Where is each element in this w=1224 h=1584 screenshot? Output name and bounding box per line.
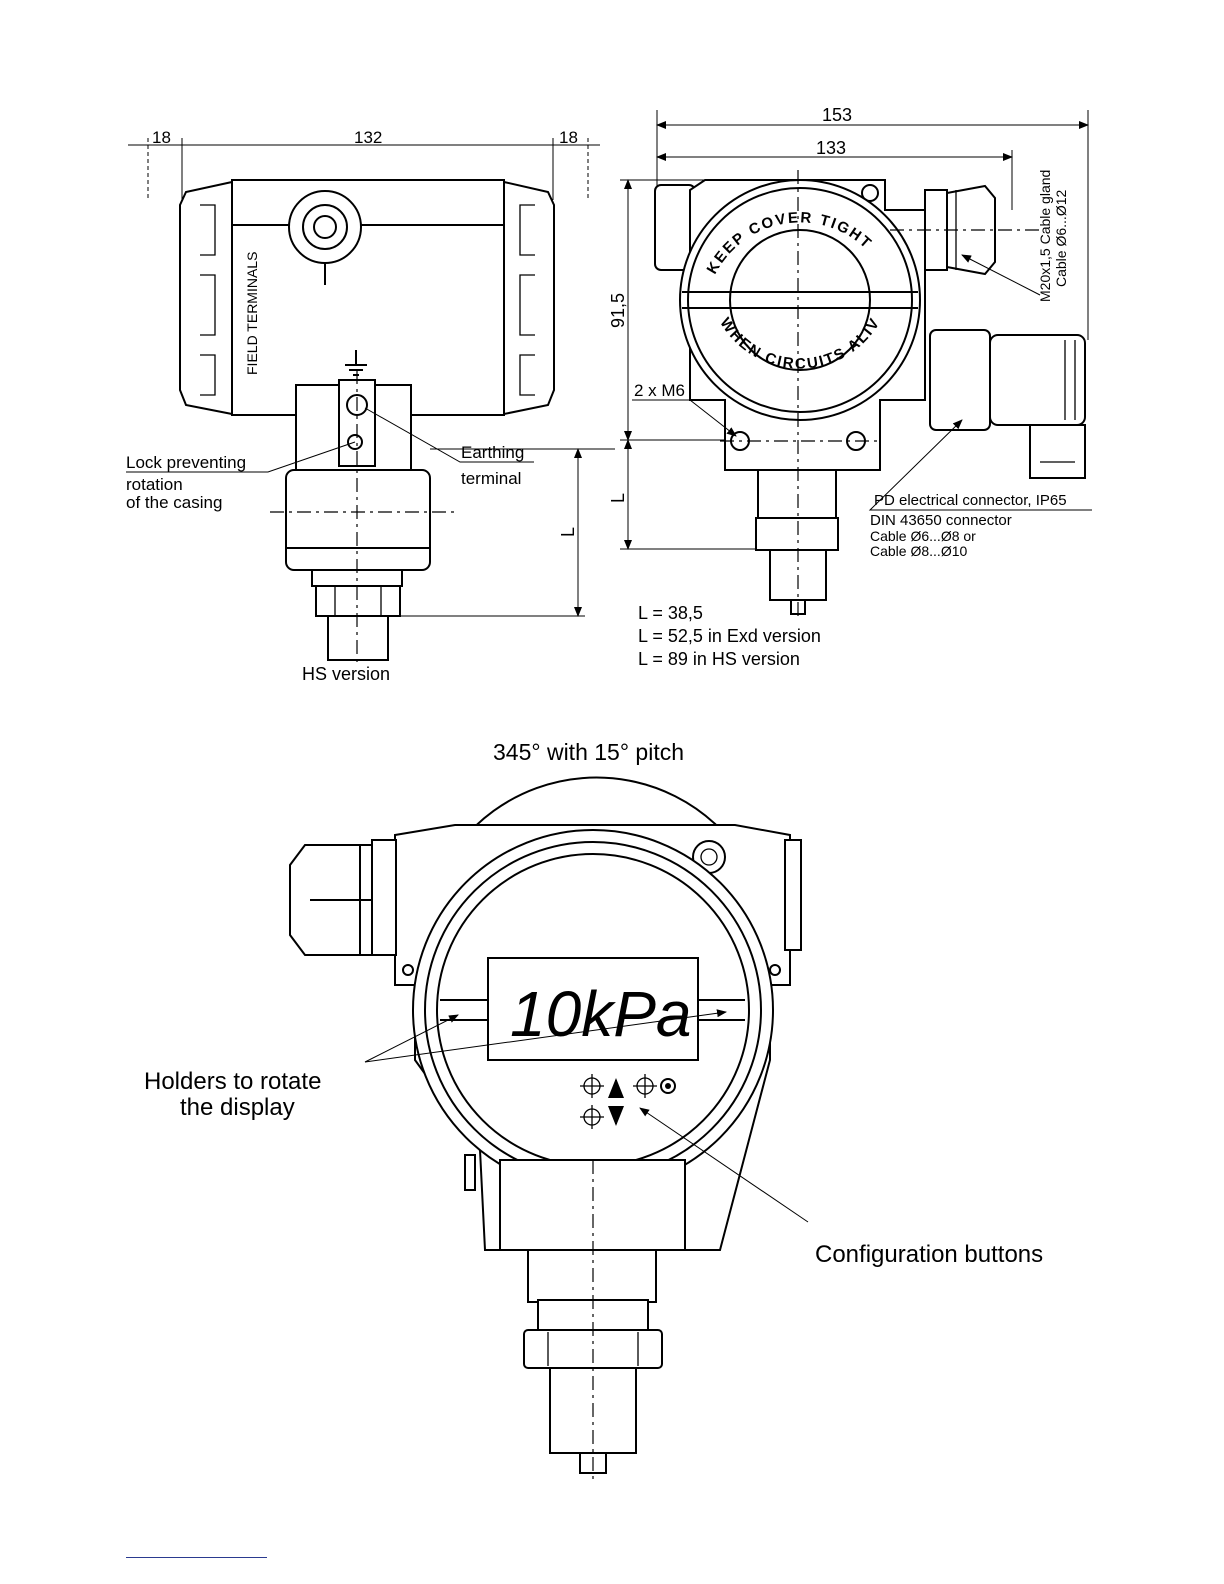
dim-L-left: L (558, 527, 578, 537)
cover-left-knurl (200, 204, 216, 396)
connector-label-line3: Cable Ø6...Ø8 or (870, 528, 976, 544)
earthing-label-line1: Earthing (461, 443, 524, 462)
earth-symbol-icon (345, 350, 367, 376)
connector-label-line2: DIN 43650 connector (870, 512, 1012, 529)
cover-ring-2 (687, 187, 913, 413)
gland-mid (302, 204, 348, 250)
stem-front (527, 1249, 657, 1303)
front-view-display: 345° with 15° pitch 10kPa (144, 739, 1043, 1480)
connector-label-line4: Cable Ø8...Ø10 (870, 543, 967, 559)
din-connector-tail (1029, 424, 1086, 479)
gland-base-left (371, 839, 397, 956)
gland-label-line2: Cable Ø6...Ø12 (1053, 190, 1069, 287)
housing-screw-icon (861, 184, 879, 202)
L-value-line1: L = 38,5 (638, 603, 703, 623)
rotation-label: 345° with 15° pitch (493, 739, 684, 765)
footer-rule (126, 1557, 267, 1558)
side-stub (464, 1154, 476, 1191)
L-value-line2: L = 52,5 in Exd version (638, 626, 821, 646)
sensor-body (285, 469, 431, 571)
cover-right (503, 180, 555, 416)
earth-screw-icon (346, 394, 368, 416)
lug-left-icon (402, 964, 414, 976)
earthing-leader (364, 407, 534, 463)
config-button-down[interactable] (580, 1105, 624, 1129)
m6-leader-arrow (689, 399, 737, 437)
dim-91-5: 91,5 (608, 293, 628, 328)
gland-inner (313, 215, 337, 239)
holders-leader-right (364, 1009, 727, 1063)
gland-label-line1: M20x1,5 Cable gland (1037, 170, 1053, 302)
stem-upper (757, 469, 837, 519)
side-view-left: 18 132 18 FIELD TERMINALS (126, 128, 615, 684)
L-value-line3: L = 89 in HS version (638, 649, 800, 669)
din-connector-head (929, 329, 991, 431)
cover-right-knurl (519, 204, 535, 396)
lcd-display (487, 957, 699, 1061)
din-connector-body (989, 334, 1086, 426)
config-button-enter[interactable] (633, 1074, 676, 1098)
connector-leader (868, 419, 1092, 511)
housing-body (231, 179, 505, 416)
gland-leader (961, 254, 1041, 296)
lock-leader (126, 441, 356, 473)
field-terminals-label: FIELD TERMINALS (244, 252, 260, 375)
process-connection (327, 615, 389, 661)
connector-label-line1: PD electrical connector, IP65 (874, 492, 1067, 509)
holders-leader-left (364, 1014, 459, 1063)
right-boss (784, 839, 802, 951)
gland-outer (288, 190, 362, 264)
stem-nut (755, 517, 839, 551)
lug-right-icon (769, 964, 781, 976)
hex-nut (315, 585, 401, 617)
dim-132: 132 (354, 128, 382, 147)
lock-label-line3: of the casing (126, 493, 222, 512)
dim-133: 133 (816, 138, 846, 158)
dim-153: 153 (822, 105, 852, 125)
lock-label-line1: Lock preventing (126, 453, 246, 472)
dim-18-right: 18 (559, 128, 578, 147)
earthing-label-line2: terminal (461, 469, 521, 488)
dim-L-right: L (608, 493, 628, 503)
cover-window (729, 229, 871, 371)
holders-label-line1: Holders to rotate (144, 1068, 321, 1095)
lock-label-line2: rotation (126, 475, 183, 494)
config-buttons-label: Configuration buttons (815, 1241, 1043, 1268)
enter-icon (660, 1078, 676, 1094)
lock-screw-icon (347, 434, 363, 450)
display-value: 10kPa (510, 978, 691, 1050)
holders-label-line2: the display (180, 1094, 295, 1121)
cover-left (179, 180, 233, 416)
config-button-up[interactable] (580, 1074, 624, 1098)
m6-label: 2 x M6 (634, 381, 685, 400)
dim-18-left: 18 (152, 128, 171, 147)
hs-version-label: HS version (302, 664, 390, 684)
config-leader (639, 1107, 809, 1223)
